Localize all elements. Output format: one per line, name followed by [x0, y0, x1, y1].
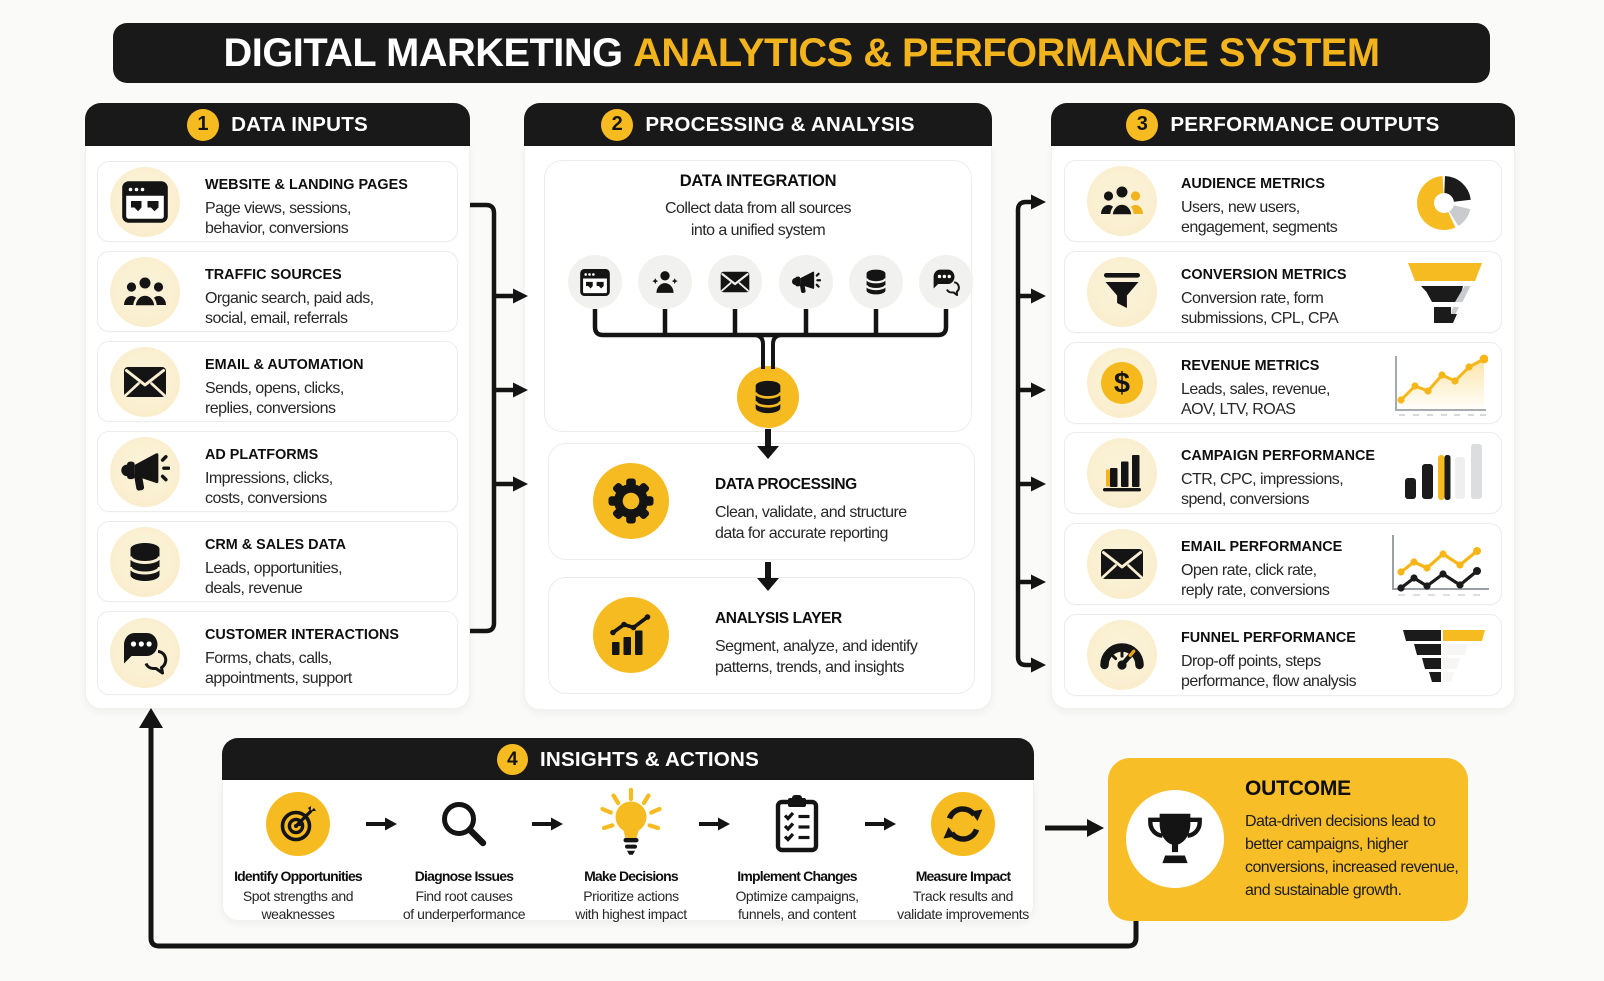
svg-text:$: $ — [1114, 368, 1130, 400]
